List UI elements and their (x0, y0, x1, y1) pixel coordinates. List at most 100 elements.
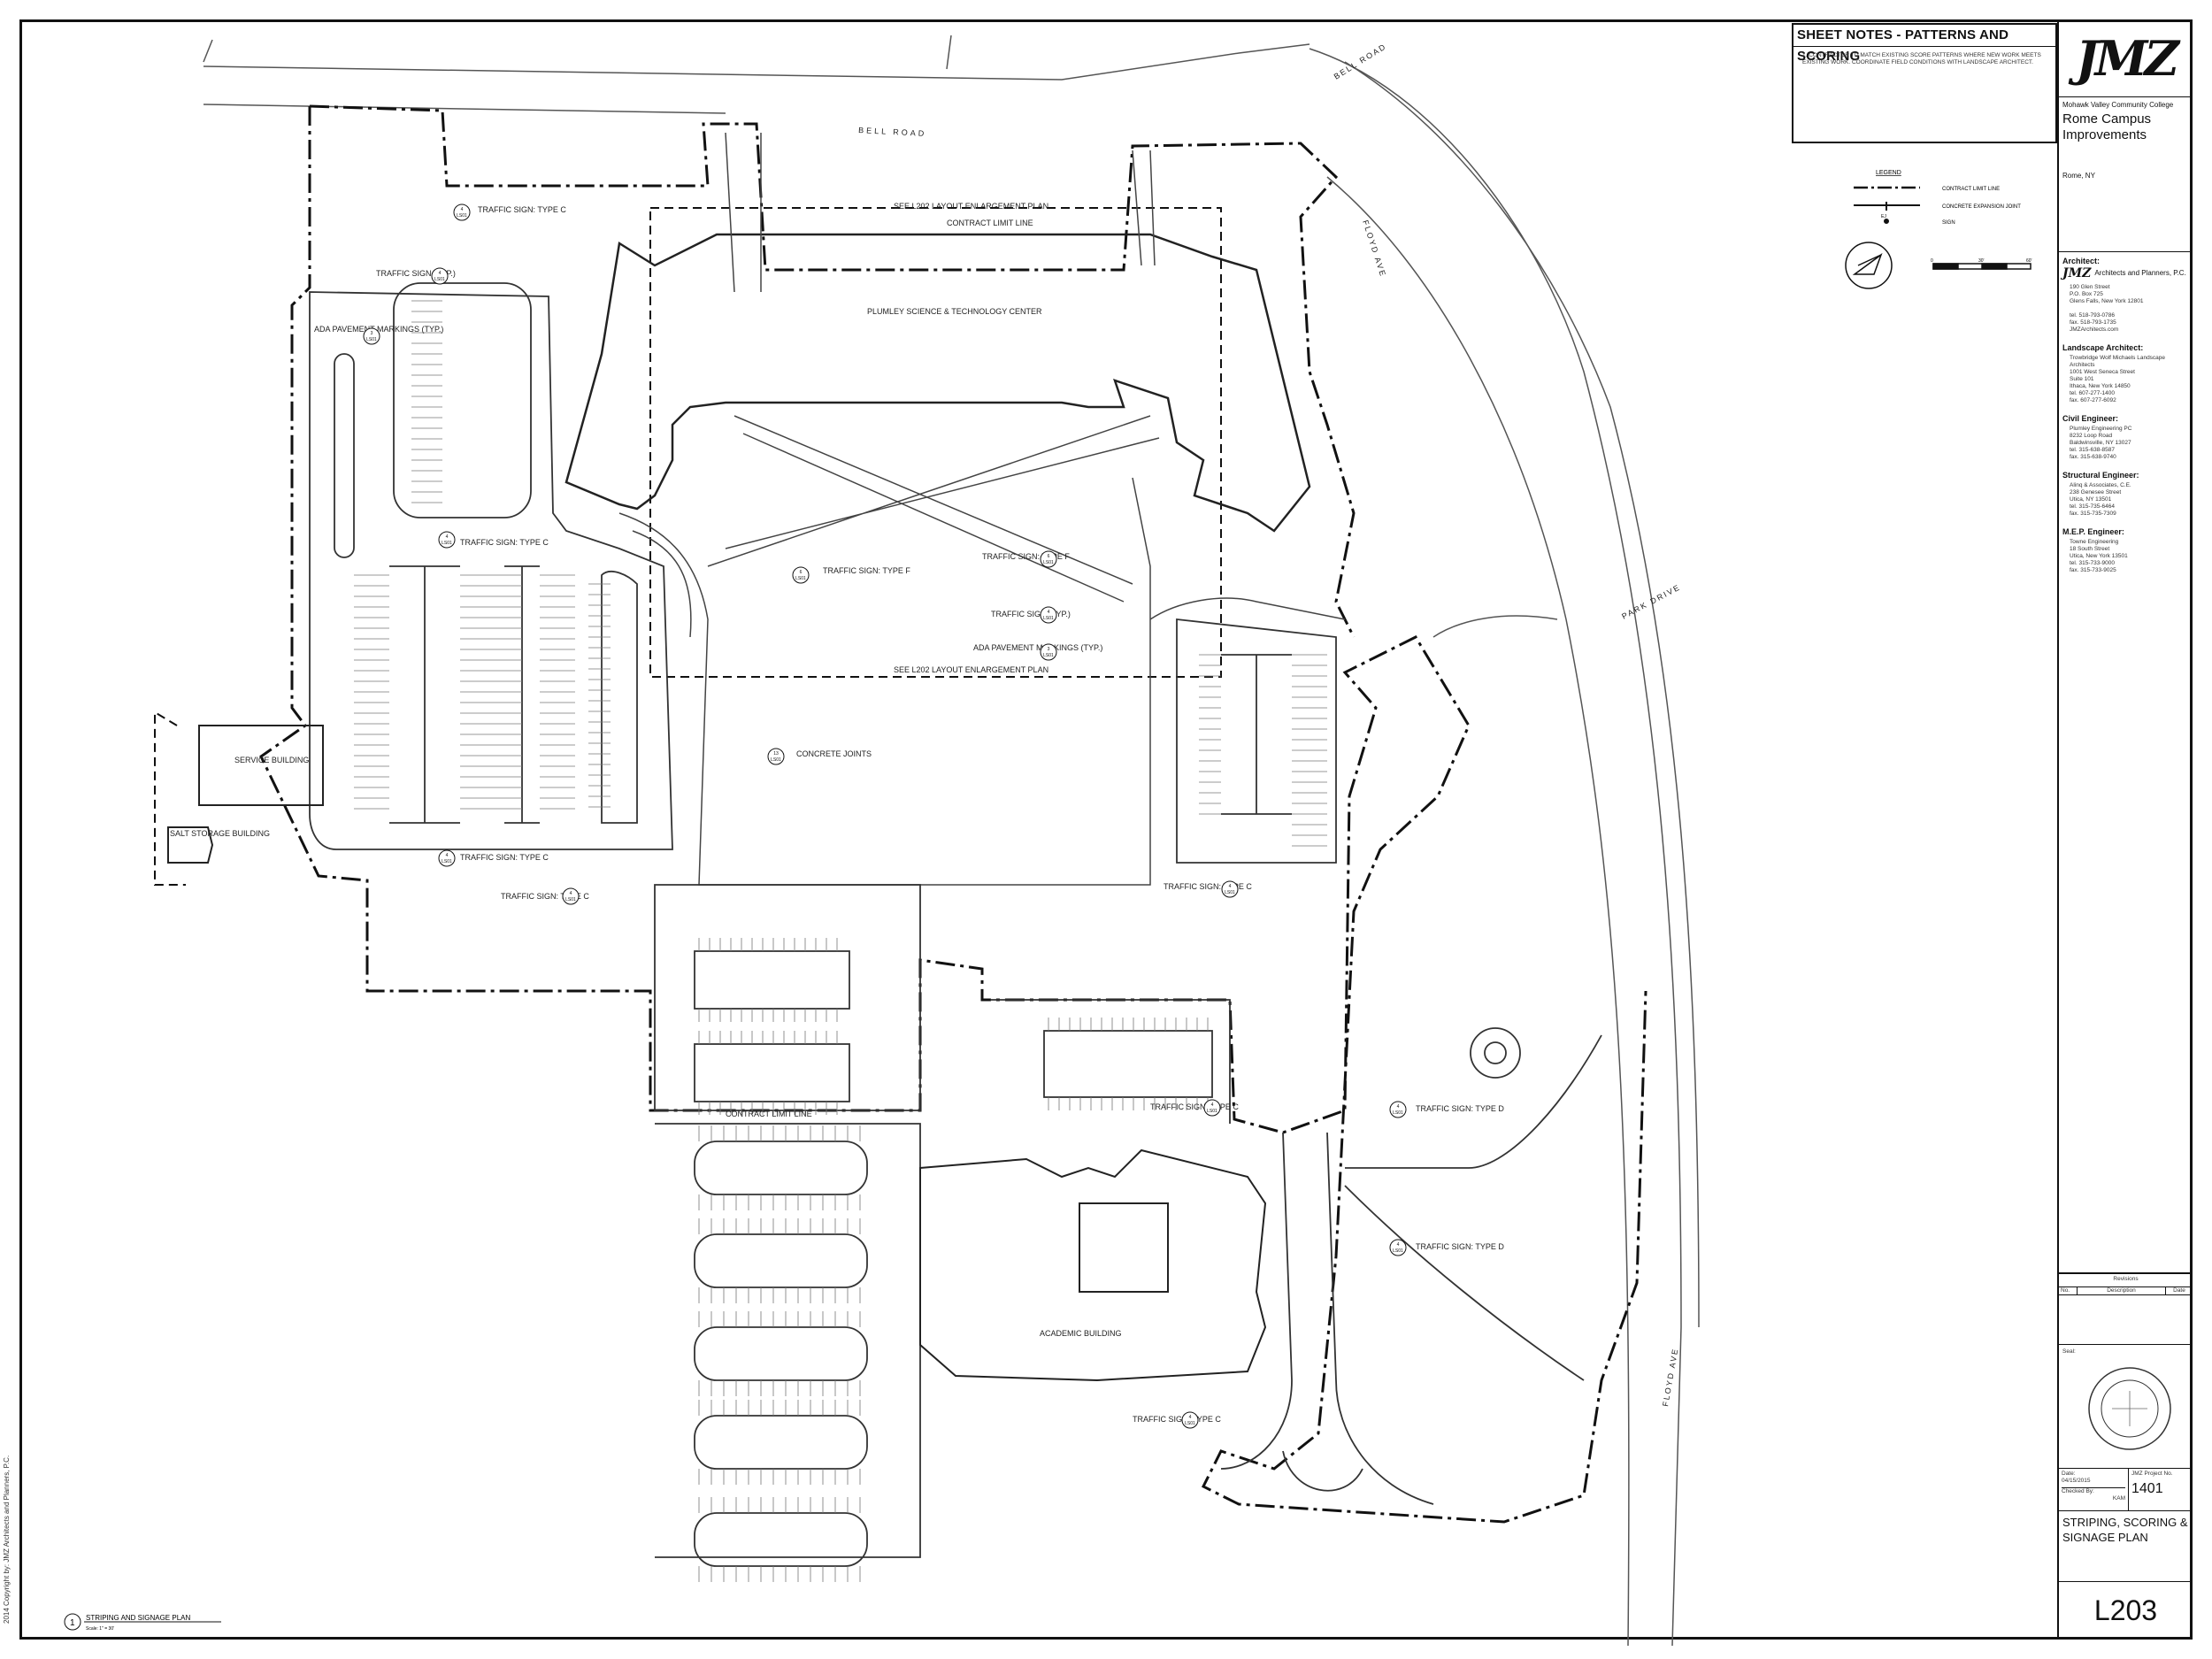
ref-num: 3 (1048, 647, 1050, 652)
rev-col-desc: Description (2078, 1287, 2166, 1294)
date-cell: Date: 04/15/2015 Checked By: KAM JMZ Pro… (2059, 1469, 2193, 1511)
drawing-title: STRIPING AND SIGNAGE PLAN (86, 1614, 190, 1622)
ref-num: 13 (773, 751, 779, 757)
sheet-title: STRIPING, SCORING & SIGNAGE PLAN (2062, 1516, 2188, 1544)
jmz-logo: JMZ (2076, 29, 2179, 87)
ref-sheet: LS01 (434, 277, 445, 282)
academic-building-label: ACADEMIC BUILDING (1040, 1329, 1122, 1338)
rev-col-no: No. (2059, 1287, 2078, 1294)
ref-sheet: LS01 (771, 757, 781, 763)
architect-address: 190 Glen Street P.O. Box 725 Glens Falls… (2070, 284, 2144, 333)
traffic-sign-d-label-2: TRAFFIC SIGN: TYPE D (1416, 1242, 1504, 1251)
project-number: 1401 (2131, 1481, 2163, 1496)
floyd-ave-edge (1309, 48, 1682, 1647)
traffic-sign-f-label-2: TRAFFIC SIGN: TYPE F (982, 552, 1070, 561)
note-number: 1. (1802, 52, 1808, 58)
concrete-joints-label: CONCRETE JOINTS (796, 749, 872, 758)
date-label: Date: (2062, 1471, 2076, 1477)
ref-sheet: LS01 (795, 576, 806, 581)
ref-sheet: LS01 (442, 859, 452, 864)
ref-num: 3 (371, 331, 373, 336)
traffic-sign-typ-label-2: TRAFFIC SIGN (TYP.) (991, 610, 1071, 618)
traffic-sign-c-label-2: TRAFFIC SIGN: TYPE C (460, 538, 549, 547)
ref-num: 4 (1229, 884, 1232, 889)
consultants-cell: Architect: JMZ Architects and Planners, … (2059, 252, 2193, 1274)
seal-heading: Seal: (2062, 1348, 2076, 1355)
traffic-sign-c-label-4: TRAFFIC SIGN: TYPE C (501, 892, 589, 901)
sheet-notes-box: SHEET NOTES - PATTERNS AND SCORING 1. CO… (1792, 23, 2057, 143)
revisions-heading: Revisions (2113, 1276, 2139, 1282)
project-location: Rome, NY (2062, 172, 2095, 180)
scale-mark: 0 (1931, 258, 1933, 264)
scale-bar (1932, 263, 2032, 270)
date-value: 04/15/2015 (2062, 1478, 2091, 1484)
professional-seal-icon (2088, 1367, 2171, 1450)
mep-address: Towne Engineering 18 South Street Utica,… (2070, 539, 2128, 573)
legend-item: SIGN (1942, 220, 1955, 226)
project-no-label: JMZ Project No. (2131, 1471, 2173, 1477)
ref-num: 4 (1048, 610, 1050, 615)
copyright-text: 2014 Copyright by: JMZ Architects and Pl… (3, 1455, 11, 1624)
revisions-cell: Revisions No. Description Date (2059, 1274, 2193, 1345)
legend-ej-symbol: EJ (1881, 214, 1886, 219)
ref-sheet: LS01 (1393, 1248, 1403, 1254)
bell-road-edge (203, 43, 1310, 81)
rev-col-date: Date (2173, 1287, 2185, 1294)
bell-road-label: BELL ROAD (858, 126, 927, 138)
ref-sheet: LS01 (1207, 1109, 1217, 1114)
site-plan-drawing (154, 35, 2032, 1647)
traffic-sign-c-label-7: TRAFFIC SIGN: TYPE C (1133, 1415, 1221, 1424)
traffic-sign-f-label: TRAFFIC SIGN: TYPE F (823, 566, 910, 575)
ref-num: 4 (1397, 1242, 1400, 1248)
ref-sheet: LS01 (1043, 560, 1054, 565)
service-building (198, 725, 324, 806)
drawing-number-bubble (64, 1613, 81, 1631)
ref-num: 4 (1189, 1415, 1192, 1420)
structural-heading: Structural Engineer: (2062, 471, 2139, 480)
project-cell: Mohawk Valley Community College Rome Cam… (2059, 97, 2193, 252)
seal-cell: Seal: (2059, 1345, 2193, 1469)
ref-num: 4 (446, 534, 449, 540)
landscape-heading: Landscape Architect: (2062, 343, 2144, 352)
checked-label: Checked By: (2062, 1487, 2125, 1495)
plan-annotations: BELL ROAD BELL ROAD FLOYD AVE FLOYD AVE … (64, 42, 2032, 1632)
jmz-mini-logo: JMZ (2062, 266, 2092, 280)
scale-mark: 60' (2026, 258, 2032, 264)
civil-heading: Civil Engineer: (2062, 414, 2119, 423)
park-drive-label: PARK DRIVE (1620, 582, 1682, 621)
ref-sheet: LS01 (457, 213, 467, 219)
ref-sheet: LS01 (366, 337, 377, 342)
mep-heading: M.E.P. Engineer: (2062, 527, 2124, 536)
plumley-building-outline (565, 233, 1311, 533)
sheet-notes-title: SHEET NOTES - PATTERNS AND SCORING (1793, 25, 2055, 64)
ada-markings-label-2: ADA PAVEMENT MARKINGS (TYP.) (973, 643, 1102, 652)
see-l202-top-label: SEE L202 LAYOUT ENLARGEMENT PLAN (894, 202, 1048, 211)
architect-name: Architects and Planners, P.C. (2094, 269, 2186, 277)
traffic-sign-c-label-5: TRAFFIC SIGN: TYPE C (1164, 882, 1252, 891)
scale-mark: 30' (1978, 258, 1985, 264)
sheet-title-cell: STRIPING, SCORING & SIGNAGE PLAN (2059, 1511, 2193, 1582)
ref-num: 4 (446, 853, 449, 858)
ref-sheet: LS01 (442, 541, 452, 546)
ref-num: 4 (439, 271, 442, 276)
floyd-ave-label-2: FLOYD AVE (1661, 1347, 1680, 1407)
sheet-notes-body: 1. CONTRACTOR TO MATCH EXISTING SCORE PA… (1793, 47, 2055, 66)
note-text: CONTRACTOR TO MATCH EXISTING SCORE PATTE… (1802, 52, 2041, 65)
structural-address: Alinq & Associates, C.E. 238 Genesee Str… (2070, 482, 2131, 517)
traffic-sign-typ-label: TRAFFIC SIGN (TYP.) (376, 269, 456, 278)
architect-heading: Architect: (2062, 257, 2101, 265)
south-parking-lot (654, 884, 921, 1111)
client-name: Mohawk Valley Community College (2062, 101, 2174, 109)
ref-sheet: LS01 (565, 897, 576, 902)
landscape-address: Trowbridge Wolf Michaels Landscape Archi… (2070, 355, 2166, 403)
ada-markings-label: ADA PAVEMENT MARKINGS (TYP.) (314, 325, 443, 334)
drawing-scale: Scale: 1" = 30' (86, 1626, 114, 1632)
contract-limit-label: CONTRACT LIMIT LINE (947, 219, 1033, 227)
west-parking-lot (309, 291, 673, 850)
north-arrow (1845, 242, 1893, 289)
ref-num: 6 (1048, 554, 1050, 559)
salt-storage-label: SALT STORAGE BUILDING (170, 829, 270, 838)
traffic-sign-c-label-3: TRAFFIC SIGN: TYPE C (460, 853, 549, 862)
drawing-number: 1 (70, 1618, 75, 1628)
drawing-sheet-border (19, 19, 2193, 1640)
